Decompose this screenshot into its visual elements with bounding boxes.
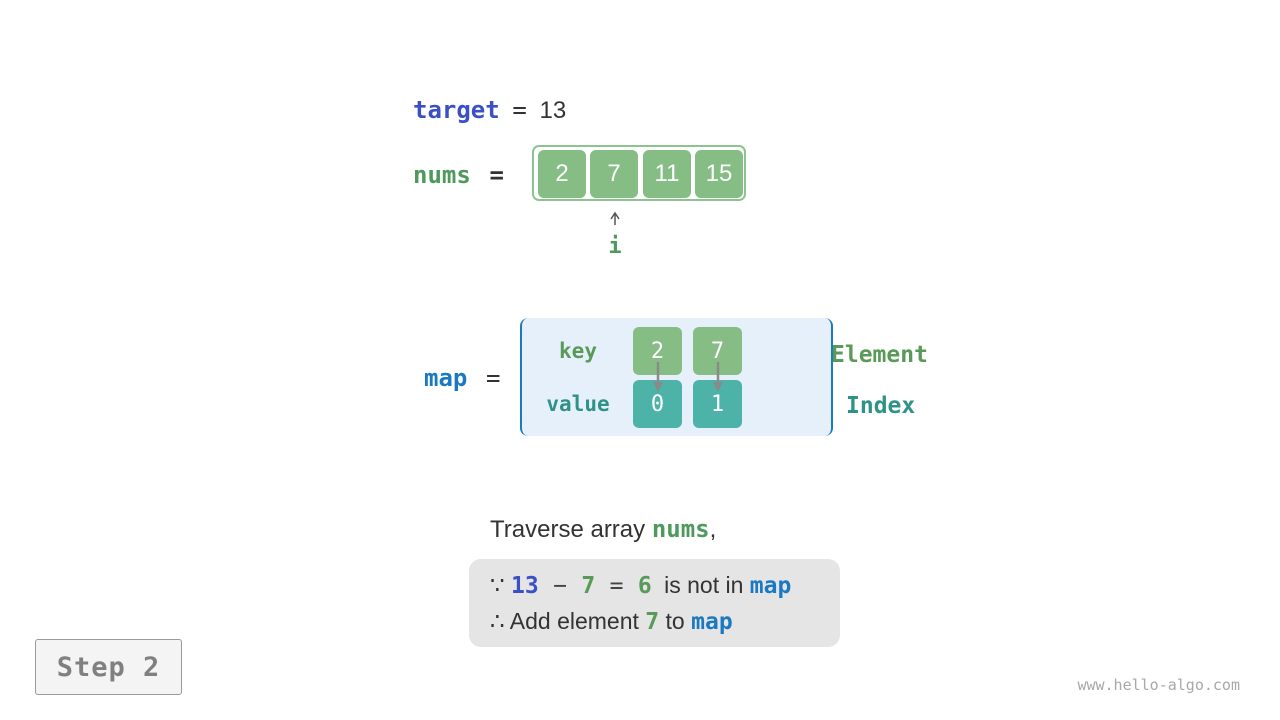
- array-cell: 7: [590, 150, 638, 198]
- therefore-map: map: [691, 609, 733, 635]
- because-diff: 6: [637, 573, 652, 599]
- array-cell: 11: [643, 150, 691, 198]
- nums-var: nums: [413, 161, 471, 189]
- heading-text: Traverse array: [490, 516, 652, 543]
- therefore-line: ∴ Add element 7 to map: [490, 606, 733, 637]
- nums-label: nums =: [413, 160, 504, 191]
- step-button[interactable]: Step 2: [35, 639, 182, 695]
- pointer-arrow-icon: [610, 211, 620, 225]
- target-var: target: [413, 96, 500, 124]
- therefore-symbol: ∴: [490, 608, 505, 634]
- because-target: 13: [511, 573, 539, 599]
- array-cell: 15: [695, 150, 743, 198]
- because-text: is not in: [664, 572, 744, 598]
- array-frame: [532, 145, 746, 201]
- therefore-text: Add element: [509, 608, 639, 634]
- key-to-value-arrow-icon: [653, 362, 663, 392]
- value-row-label: value: [546, 392, 610, 416]
- array-cell: 2: [538, 150, 586, 198]
- key-to-value-arrow-icon: [713, 362, 723, 392]
- footer-url: www.hello-algo.com: [1077, 676, 1240, 694]
- map-var: map: [424, 364, 468, 392]
- key-legend: Element: [831, 342, 928, 368]
- pointer-label: i: [608, 234, 622, 259]
- map-equals: =: [486, 364, 501, 392]
- because-symbol: ∵: [490, 572, 505, 598]
- key-row-label: key: [559, 339, 597, 363]
- target-value: 13: [539, 97, 567, 124]
- because-eq: =: [609, 573, 624, 599]
- therefore-value: 7: [645, 609, 660, 635]
- therefore-to: to: [665, 608, 685, 634]
- map-label: map =: [424, 363, 500, 394]
- target-line: target = 13: [413, 95, 566, 126]
- heading-suffix: ,: [709, 516, 717, 543]
- value-legend: Index: [846, 393, 916, 419]
- explanation-box: [469, 559, 840, 647]
- because-line: ∵ 13 − 7 = 6 is not in map: [490, 570, 791, 601]
- target-equals: =: [512, 96, 527, 124]
- because-element: 7: [581, 573, 596, 599]
- heading-var: nums: [651, 515, 710, 543]
- explanation-heading: Traverse array nums,: [490, 514, 716, 545]
- nums-equals: =: [489, 161, 504, 189]
- because-minus: −: [553, 573, 567, 599]
- because-map: map: [749, 573, 792, 599]
